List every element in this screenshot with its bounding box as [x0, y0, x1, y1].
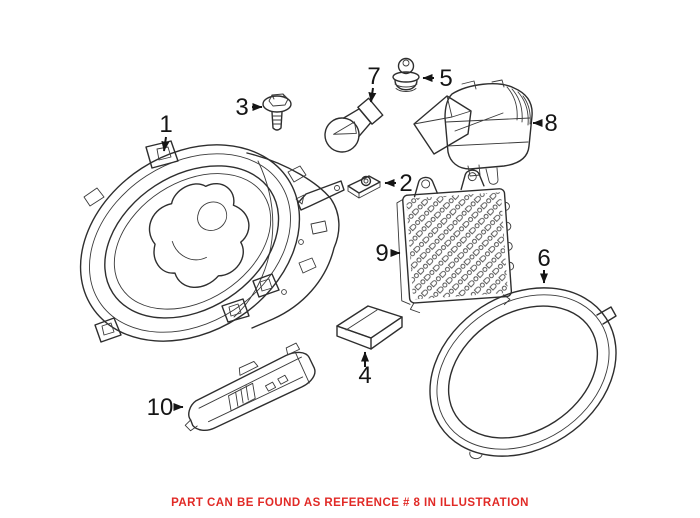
- callout-7-arrow: [368, 87, 377, 103]
- callout-4-label: 4: [358, 362, 371, 389]
- callout-8: 8: [532, 110, 558, 137]
- callout-3: 3: [235, 94, 263, 121]
- trim-ring-drawing: [429, 287, 617, 460]
- callout-9: 9: [375, 240, 401, 267]
- callout-1-arrow: [161, 136, 170, 152]
- headlight-assembly-drawing: [79, 140, 345, 343]
- reference-note: PART CAN BE FOUND AS REFERENCE # 8 IN IL…: [171, 497, 529, 509]
- mounting-screw-drawing: [262, 93, 292, 131]
- callout-6: 6: [537, 245, 551, 284]
- trim-strip-drawing: [184, 342, 316, 432]
- callout-9-label: 9: [375, 240, 388, 267]
- callout-2: 2: [384, 170, 413, 197]
- callout-1-label: 1: [159, 111, 172, 138]
- callout-4: 4: [358, 351, 372, 389]
- callout-5: 5: [422, 65, 453, 92]
- callout-2-label: 2: [399, 170, 412, 197]
- callout-10-label: 10: [147, 394, 174, 421]
- clip-nut-drawing: [347, 175, 381, 199]
- callout-5-label: 5: [439, 65, 452, 92]
- socket-bulb-drawing: [392, 57, 420, 92]
- callout-10: 10: [147, 394, 184, 421]
- signal-bulb-drawing: [324, 97, 384, 153]
- callout-8-label: 8: [544, 110, 557, 137]
- parts-box-drawing: [336, 305, 403, 350]
- turn-signal-housing-drawing: [413, 79, 533, 185]
- callout-3-label: 3: [235, 94, 248, 121]
- callout-6-label: 6: [537, 245, 550, 272]
- callout-7: 7: [367, 63, 381, 103]
- callout-7-label: 7: [367, 63, 380, 90]
- led-module-drawing: [396, 169, 515, 314]
- callout-1: 1: [159, 111, 173, 152]
